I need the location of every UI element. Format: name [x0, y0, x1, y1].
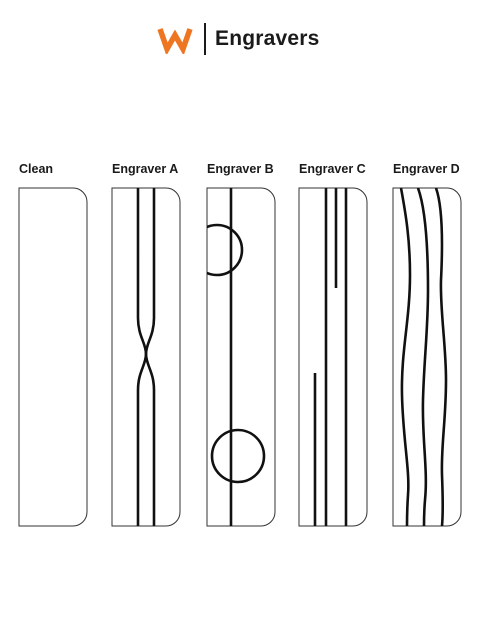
header: Engravers: [0, 22, 480, 56]
label-clean: Clean: [19, 162, 54, 176]
page-title: Engravers: [215, 27, 320, 50]
engraving-line: [434, 188, 448, 526]
label-engraver-d: Engraver D: [393, 162, 460, 176]
label-engraver-b: Engraver B: [207, 162, 274, 176]
engraving-line: [136, 188, 148, 526]
panel-engraver-c: [298, 187, 368, 527]
panel-engraver-b: [206, 187, 276, 527]
engraving-line: [144, 188, 156, 526]
engraving-circle: [210, 428, 266, 484]
label-engraver-c: Engraver C: [299, 162, 366, 176]
engraving-circle: [207, 223, 244, 277]
label-engraver-a: Engraver A: [112, 162, 179, 176]
panel-engraver-d: [392, 187, 462, 527]
w-logo-icon: [157, 28, 193, 54]
header-divider: [204, 23, 206, 55]
panel-engraver-a: [111, 187, 181, 527]
engraving-line: [416, 188, 430, 526]
engraving-line: [399, 188, 412, 526]
panel-clean: [18, 187, 88, 527]
